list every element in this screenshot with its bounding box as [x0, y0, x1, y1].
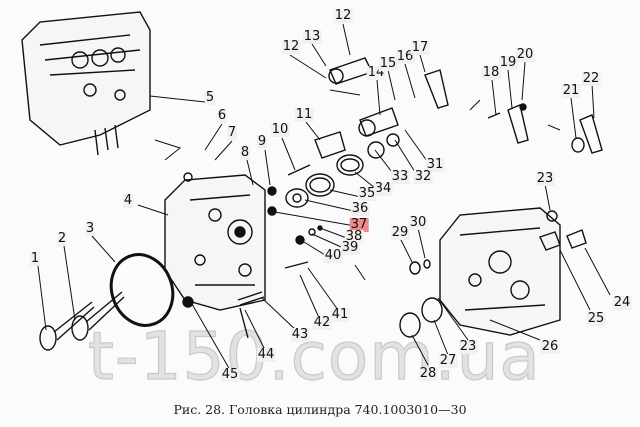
leader-lines — [37, 23, 611, 371]
cylinder-head-middle — [164, 174, 266, 311]
callout-30: 30 — [408, 215, 428, 230]
callout-3: 3 — [84, 221, 96, 236]
callout-43: 43 — [290, 327, 310, 342]
callout-2: 2 — [56, 231, 68, 246]
callout-25: 25 — [586, 311, 606, 326]
tappets — [182, 210, 587, 339]
callout-16: 16 — [395, 49, 415, 64]
callout-6: 6 — [216, 108, 228, 123]
callout-4: 4 — [122, 193, 134, 208]
callout-5: 5 — [204, 90, 216, 105]
callout-20: 20 — [515, 47, 535, 62]
valves — [39, 291, 125, 351]
callout-34: 34 — [373, 181, 393, 196]
callout-15: 15 — [378, 56, 398, 71]
callout-32: 32 — [413, 169, 433, 184]
callout-42: 42 — [312, 315, 332, 330]
callout-26: 26 — [540, 339, 560, 354]
callout-40: 40 — [323, 248, 343, 263]
callout-39: 39 — [340, 240, 360, 255]
callout-19: 19 — [498, 55, 518, 70]
callout-11: 11 — [294, 107, 314, 122]
cylinder-head-assembly-top — [21, 11, 151, 156]
callout-23b: 23 — [458, 339, 478, 354]
valve-springs — [183, 133, 400, 245]
callout-12a: 12 — [281, 39, 301, 54]
callout-33: 33 — [390, 169, 410, 184]
callout-7: 7 — [226, 125, 238, 140]
watermark: t-150.com.ua — [87, 317, 541, 395]
callout-41: 41 — [330, 307, 350, 322]
callout-8: 8 — [239, 145, 251, 160]
callout-31: 31 — [425, 157, 445, 172]
cylinder-head-right — [439, 207, 561, 336]
callout-37-highlighted: 37 — [349, 217, 369, 232]
callout-21: 21 — [561, 83, 581, 98]
callout-45: 45 — [220, 367, 240, 382]
callout-24: 24 — [612, 295, 632, 310]
callout-1: 1 — [29, 251, 41, 266]
callout-13: 13 — [302, 29, 322, 44]
callout-10: 10 — [270, 122, 290, 137]
callout-9: 9 — [256, 134, 268, 149]
callout-12b: 12 — [333, 8, 353, 23]
callout-36: 36 — [350, 201, 370, 216]
figure-caption: Рис. 28. Головка цилиндра 740.1003010—30 — [173, 402, 467, 417]
callout-18: 18 — [481, 65, 501, 80]
callout-35: 35 — [357, 186, 377, 201]
rocker-parts — [287, 57, 603, 176]
callout-29: 29 — [390, 225, 410, 240]
callout-17: 17 — [410, 40, 430, 55]
gasket-ring — [109, 253, 175, 327]
callout-27: 27 — [438, 353, 458, 368]
callout-23a: 23 — [535, 171, 555, 186]
callout-44: 44 — [256, 347, 276, 362]
callout-22: 22 — [581, 71, 601, 86]
callout-28: 28 — [418, 366, 438, 381]
callout-38: 38 — [344, 229, 364, 244]
